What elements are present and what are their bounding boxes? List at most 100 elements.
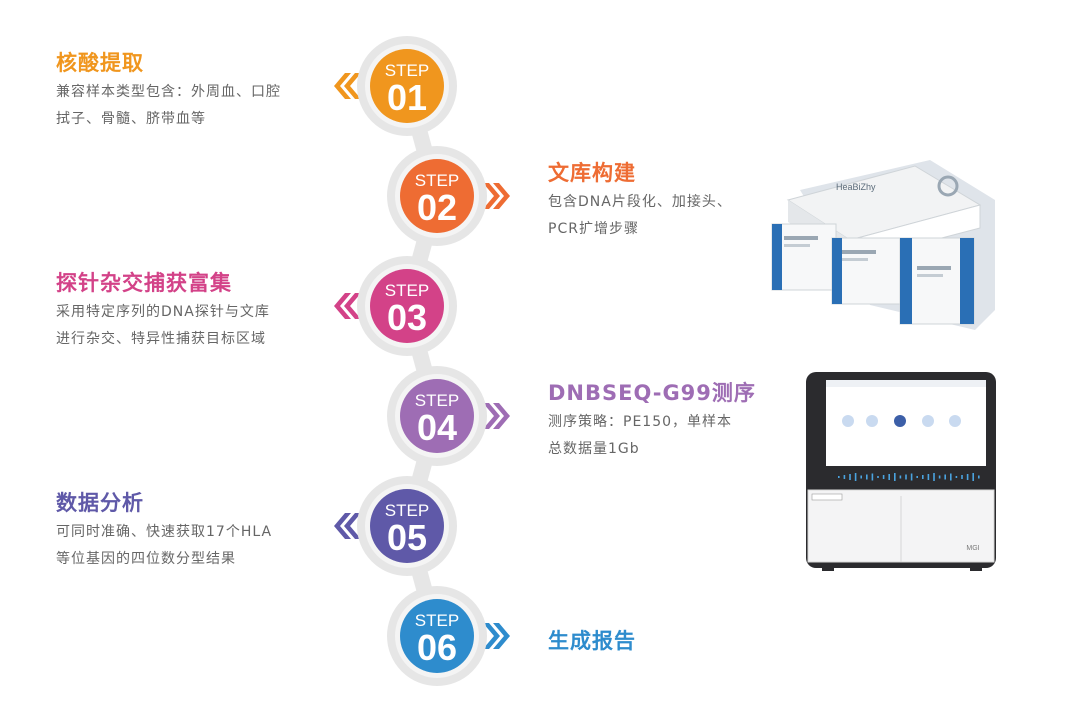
chevron-shape	[334, 73, 351, 99]
step-6-title: 生成报告	[548, 629, 636, 653]
step-4-desc-line-1: 测序策略：PE150，单样本	[548, 414, 733, 430]
step-1-title: 核酸提取	[56, 51, 144, 75]
step-5-title: 数据分析	[56, 491, 144, 515]
kit-brand-label: HeaBiZhy	[836, 182, 876, 192]
chevron-shape	[483, 623, 500, 649]
step-3-title: 探针杂交捕获富集	[56, 271, 232, 295]
light-bar	[933, 473, 935, 481]
sequencer-foot	[822, 566, 834, 571]
double-chevron-right-icon	[483, 623, 510, 649]
step-6-badge	[400, 599, 474, 673]
light-bar	[966, 474, 969, 480]
chevron-shape	[493, 183, 510, 209]
kit-label-line	[917, 266, 951, 270]
sequencer-app-icon	[866, 415, 878, 427]
step-3-label: STEP	[385, 281, 429, 300]
step-3-desc-line-1: 采用特定序列的DNA探针与文库	[56, 304, 270, 320]
sequencer-image: MGI	[806, 372, 996, 571]
step-2-number: 02	[417, 187, 457, 228]
kit-box-small-3-stripe	[900, 238, 912, 324]
step-4-number: 04	[417, 407, 457, 448]
double-chevron-left-icon	[334, 293, 361, 319]
step-5-desc-line-2: 等位基因的四位数分型结果	[56, 551, 236, 567]
chevron-shape	[483, 403, 500, 429]
kit-box-small-2	[831, 237, 903, 305]
step-1-desc-line-1: 兼容样本类型包含：外周血、口腔	[56, 84, 281, 100]
light-bar	[944, 474, 946, 480]
light-bar	[922, 475, 924, 479]
double-chevron-left-icon	[334, 73, 361, 99]
chevron-shape	[493, 623, 510, 649]
sequencer-model-badge	[811, 493, 843, 501]
kit-label-line	[784, 244, 810, 247]
step-6-number: 06	[417, 627, 457, 668]
sequencer-foot	[970, 566, 982, 571]
light-bar	[905, 474, 907, 480]
light-bar	[916, 476, 918, 478]
step-5-badge	[370, 489, 444, 563]
light-bar	[961, 475, 963, 479]
light-bar	[871, 473, 874, 481]
step-1-desc-line-2: 拭子、骨髓、脐带血等	[56, 111, 206, 127]
step-4-label: STEP	[415, 391, 459, 410]
light-bar	[955, 476, 958, 478]
double-chevron-right-icon	[483, 183, 510, 209]
step-3-badge	[370, 269, 444, 343]
sequencer-app-icon	[949, 415, 961, 427]
light-bar	[899, 475, 902, 479]
chevron-shape	[334, 513, 351, 539]
kit-box-small-1	[771, 223, 837, 291]
step-2-label: STEP	[415, 171, 459, 190]
step-5-label: STEP	[385, 501, 429, 520]
reagent-kit-image: HeaBiZhy	[771, 160, 995, 330]
light-bar	[860, 475, 862, 479]
step-4-title: DNBSEQ-G99测序	[548, 381, 756, 405]
chevron-shape	[344, 293, 361, 319]
step-3-description: 采用特定序列的DNA探针与文库 进行杂交、特异性捕获目标区域	[56, 299, 270, 353]
kit-label-line	[784, 236, 818, 240]
light-bar	[927, 474, 930, 480]
light-bar	[854, 473, 857, 481]
light-bar	[866, 474, 868, 480]
chevron-shape	[483, 183, 500, 209]
sequencer-brand-label: MGI	[966, 545, 979, 552]
step-1-label: STEP	[385, 61, 429, 80]
step-2-desc-line-2: PCR扩增步骤	[548, 221, 639, 237]
sequencer-light-strip	[838, 473, 980, 481]
step-2-desc-line-1: 包含DNA片段化、加接头、	[548, 194, 732, 210]
step-2-badge	[400, 159, 474, 233]
kit-box-small-1-stripe	[772, 224, 782, 290]
light-bar	[894, 473, 896, 481]
chevron-shape	[334, 293, 351, 319]
light-bar	[843, 475, 846, 479]
double-chevron-right-icon	[483, 403, 510, 429]
light-bar	[838, 476, 840, 478]
kit-box-small-2-stripe	[832, 238, 842, 304]
step-3-number: 03	[387, 297, 427, 338]
kit-box-small-3-edge	[960, 238, 974, 324]
step-4-badge	[400, 379, 474, 453]
step-1-badge	[370, 49, 444, 123]
sequencer-app-icon	[922, 415, 934, 427]
light-bar	[910, 473, 913, 481]
light-bar	[938, 475, 941, 479]
sequencer-screen-topbar	[826, 380, 986, 387]
chevron-shape	[344, 73, 361, 99]
kit-logo-icon	[937, 175, 959, 197]
step-3-desc-line-2: 进行杂交、特异性捕获目标区域	[56, 331, 266, 347]
light-bar	[950, 473, 952, 481]
light-bar	[972, 473, 974, 481]
step-5-description: 可同时准确、快速获取17个HLA 等位基因的四位数分型结果	[56, 519, 272, 573]
kit-label-line	[842, 250, 876, 254]
light-bar	[849, 474, 851, 480]
double-chevron-left-icon	[334, 513, 361, 539]
light-bar	[978, 475, 980, 479]
step-5-desc-line-1: 可同时准确、快速获取17个HLA	[56, 524, 273, 540]
chevron-shape	[493, 403, 510, 429]
step-6-label: STEP	[415, 611, 459, 630]
step-2-title: 文库构建	[548, 161, 636, 185]
step-4-desc-line-2: 总数据量1Gb	[548, 441, 640, 457]
step-1-description: 兼容样本类型包含：外周血、口腔 拭子、骨髓、脐带血等	[56, 79, 281, 133]
